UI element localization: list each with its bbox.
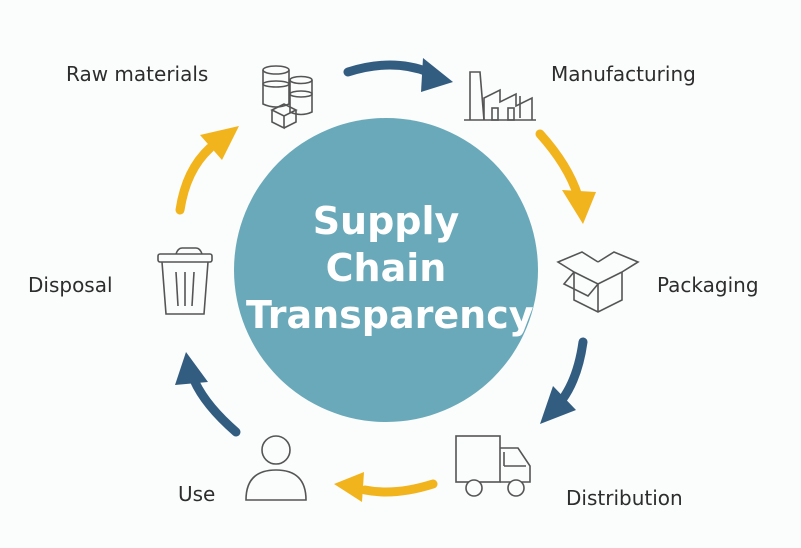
arrow-raw-to-manufacturing <box>343 60 433 77</box>
cycle-arrows <box>175 58 596 502</box>
arrow-head-packaging-to-distribution <box>540 386 576 424</box>
arrow-head-distribution-to-use <box>334 472 364 502</box>
cans-icon <box>262 65 313 130</box>
arrow-distribution-to-use <box>360 479 438 497</box>
center-title: Supply Chain Transparency <box>246 198 534 339</box>
arrow-manufacturing-to-packaging <box>535 129 583 201</box>
label-packaging: Packaging <box>657 273 759 297</box>
arrow-head-use-to-disposal <box>175 352 208 385</box>
label-manufacturing: Manufacturing <box>551 62 696 86</box>
center-circle <box>234 118 538 422</box>
trash-can-icon <box>157 247 213 315</box>
arrow-head-manufacturing-to-packaging <box>562 190 596 224</box>
center-title-line-2: Chain <box>325 246 447 290</box>
person-icon <box>245 435 307 501</box>
arrow-disposal-to-raw <box>175 143 215 215</box>
label-raw-materials: Raw materials <box>66 62 209 86</box>
arrow-head-raw-to-manufacturing <box>421 58 453 92</box>
factory-icon <box>464 71 536 121</box>
arrow-head-disposal-to-raw <box>200 126 239 160</box>
center-title-line-1: Supply <box>312 199 460 243</box>
box-icon <box>556 251 640 313</box>
label-use: Use <box>178 482 216 506</box>
arrow-use-to-disposal <box>189 375 241 437</box>
center-title-line-3: Transparency <box>246 293 534 337</box>
truck-icon <box>455 435 531 497</box>
arrow-packaging-to-distribution <box>557 337 588 405</box>
label-disposal: Disposal <box>28 273 113 297</box>
label-distribution: Distribution <box>566 486 683 510</box>
